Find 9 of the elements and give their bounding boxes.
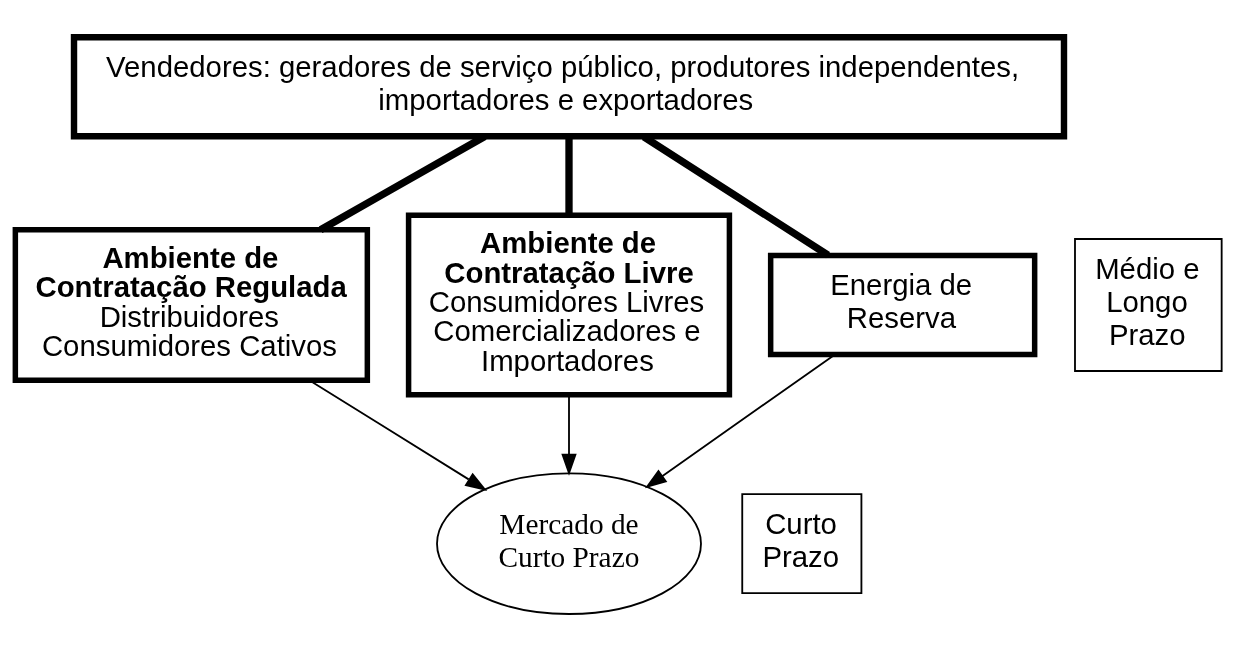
arrow	[644, 354, 836, 489]
node-box: Ambiente de Contratação Livre Consumidores Livres Comercializadores e Importadores	[405, 212, 733, 398]
node-box: Curto Prazo	[741, 493, 863, 595]
arrow	[561, 394, 577, 476]
node-box: Médio e Longo Prazo	[1074, 238, 1223, 372]
node-box: Ambiente de Contratação Regulada Distribuidores Consumidores Cativos	[12, 227, 371, 383]
node-box: Energia de Reserva	[767, 252, 1038, 358]
connector	[565, 136, 573, 215]
node-box: Vendedores: geradores de serviço público, produtores independentes, importadores e exportadores	[70, 34, 1068, 140]
